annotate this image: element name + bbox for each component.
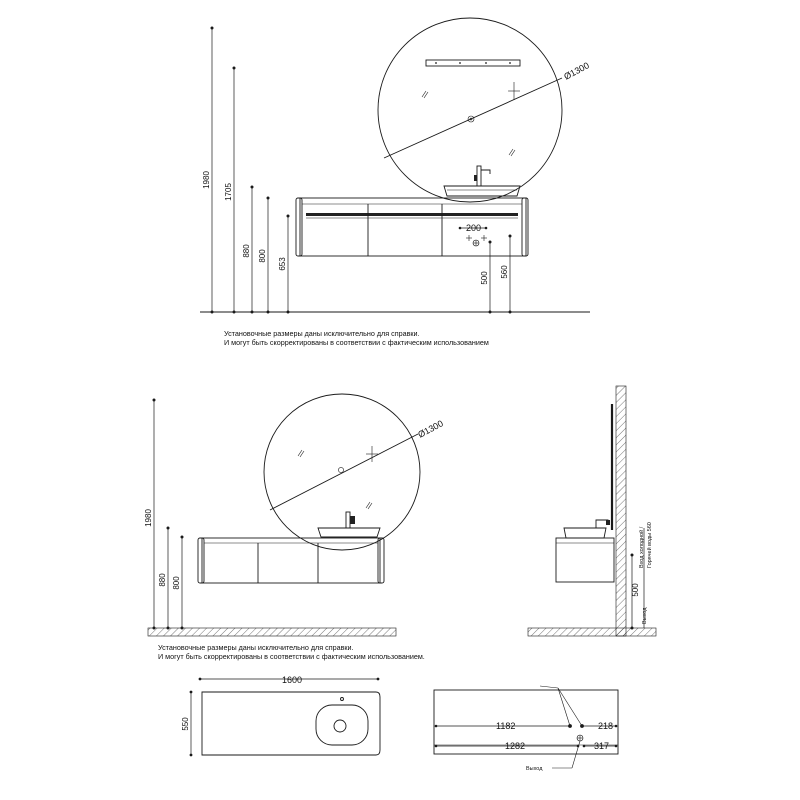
vessel-basin-middle [317, 527, 381, 538]
inlet-leaders [539, 685, 584, 728]
basin-outline [315, 704, 369, 746]
mirror-marks [421, 82, 520, 157]
dim-h800: 800 [258, 196, 270, 314]
side-basin [563, 519, 610, 539]
dim-h500: 500 [480, 240, 492, 314]
mirror-marks-middle [297, 446, 378, 510]
dim-1282: 1282 [434, 741, 580, 751]
wall-hatch [615, 385, 627, 637]
dim-w200-label: 200 [466, 223, 481, 233]
vanity-cabinet [295, 197, 529, 257]
dim-d550-label: 550 [181, 717, 190, 731]
faucet [474, 165, 491, 187]
dim-mid-h880-label: 880 [158, 573, 167, 587]
dim-w1600-label: 1600 [282, 675, 302, 685]
dim-317: 317 [582, 741, 618, 751]
dim-mid-h1980-label: 1980 [144, 509, 153, 527]
tap-hole [340, 697, 344, 701]
side-view: 500 Вход холодной / Горячей воды 560 Вых… [527, 385, 657, 637]
dim-1182: 1182 [434, 721, 572, 731]
round-mirror [377, 17, 563, 203]
dim-317-label: 317 [594, 741, 609, 751]
dim-mid-h880: 880 [158, 526, 170, 630]
drain-hole [333, 719, 347, 733]
bottom-outlet-label: Выход [526, 766, 543, 772]
dim-1282-label: 1282 [505, 741, 525, 751]
dim-d550: 550 [181, 690, 193, 757]
mirror-bracket [425, 59, 521, 67]
dim-w200: 200 [458, 223, 488, 233]
mirror-diameter-line [383, 77, 563, 159]
dim-side-h500: 500 [630, 553, 640, 630]
top-note-line1: Установочные размеры даны исключительно … [224, 329, 420, 338]
dim-h560-label: 560 [500, 265, 509, 279]
dim-1182-label: 1182 [496, 721, 515, 731]
top-note-line2: И могут быть скорректированы в соответст… [224, 338, 489, 347]
floor-hatch-side [527, 627, 657, 637]
bottom-view: 1182 218 1282 317 Выход [433, 685, 619, 772]
vanity-cabinet-middle [197, 537, 385, 584]
plan-view: 1600 550 [181, 675, 381, 757]
side-inlet-label-line1: Вход холодной / [638, 526, 645, 568]
dim-h880-label: 880 [242, 244, 251, 258]
dim-h880: 880 [242, 185, 254, 314]
mirror-diameter-label-middle: Ø1300 [416, 418, 445, 440]
dim-side-h500-label: 500 [631, 583, 640, 597]
floor-hatch-middle [147, 627, 397, 637]
cabinet-outline-bottom [433, 689, 619, 755]
dim-218: 218 [580, 721, 618, 731]
middle-note-line1: Установочные размеры даны исключительно … [158, 643, 354, 652]
vessel-basin [443, 185, 521, 197]
side-outlet-label: Выход [642, 607, 648, 624]
dim-h1980: 1980 [202, 26, 214, 314]
side-cabinet [555, 537, 615, 583]
dim-mid-h800-label: 800 [172, 576, 181, 590]
dim-h653-label: 653 [278, 257, 287, 271]
countertop-outline [201, 691, 381, 756]
top-front-view: 1980 1705 880 800 653 Ø1300 [200, 17, 591, 347]
dim-218-label: 218 [598, 721, 613, 731]
dim-h560: 560 [500, 234, 512, 314]
inlet-fittings [466, 235, 487, 247]
dim-mid-h800: 800 [172, 535, 184, 630]
outlet-fitting [552, 734, 584, 769]
side-inlet-label-line2: Горячей воды 560 [646, 522, 653, 568]
dim-w1600: 1600 [198, 675, 380, 685]
dim-h1705-label: 1705 [224, 183, 233, 201]
mirror-diameter-label: Ø1300 [562, 60, 591, 82]
dim-h1980-label: 1980 [202, 171, 211, 189]
dim-mid-h1980: 1980 [144, 398, 156, 630]
dim-h1705: 1705 [224, 66, 236, 314]
round-mirror-middle [263, 393, 421, 551]
faucet-middle [345, 511, 355, 529]
mirror-diameter-line-middle [269, 433, 419, 511]
dim-h800-label: 800 [258, 249, 267, 263]
dim-h653: 653 [278, 214, 290, 314]
middle-note-line2: И могут быть скорректированы в соответст… [158, 652, 425, 661]
dim-h500-label: 500 [480, 271, 489, 285]
middle-front-view: 1980 880 800 Ø1300 [144, 393, 445, 661]
